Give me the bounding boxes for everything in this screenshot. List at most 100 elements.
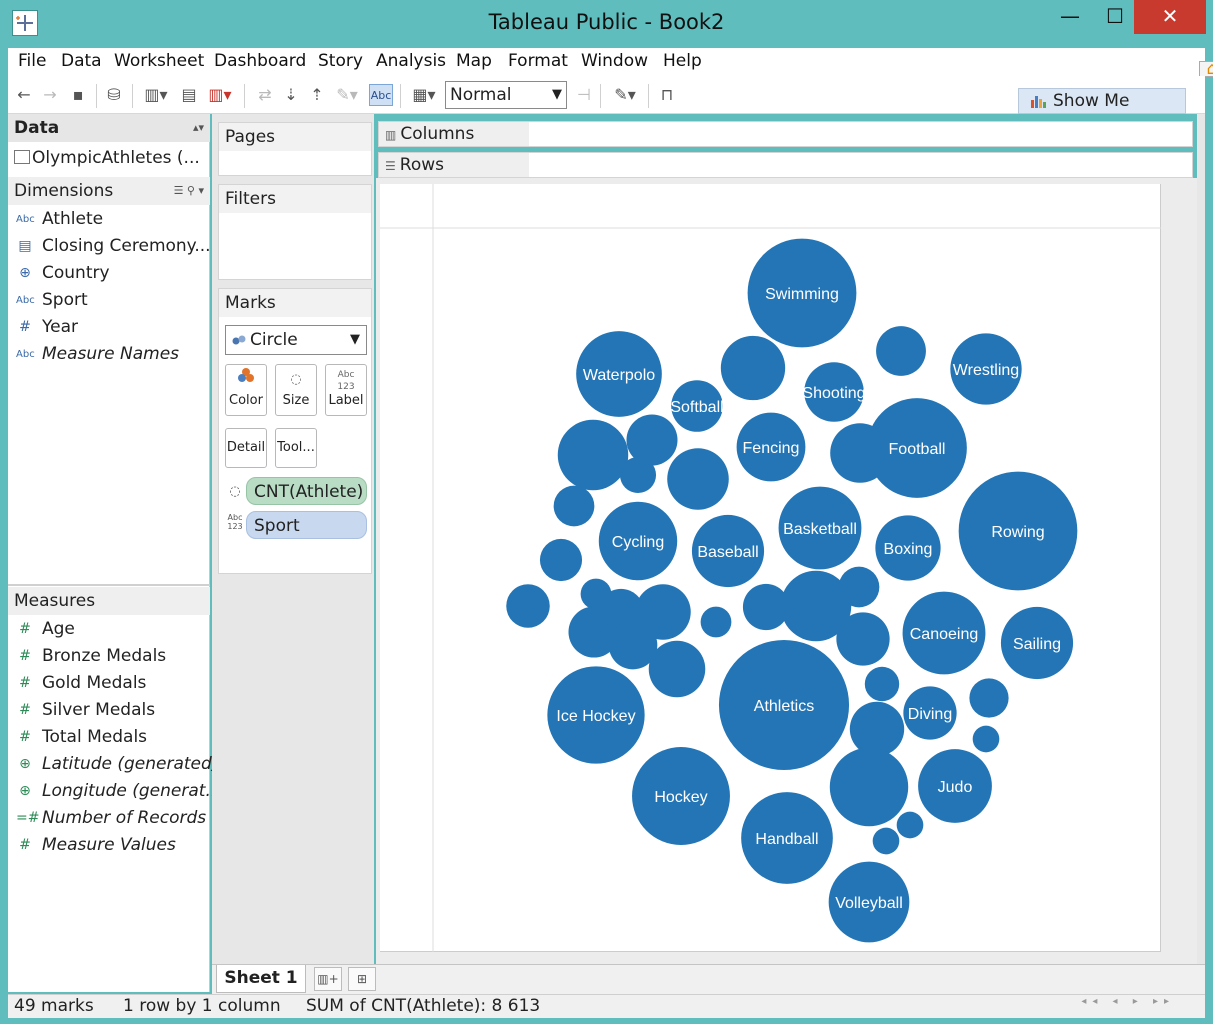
undo-icon[interactable]: ←	[17, 85, 31, 104]
menu-window[interactable]: Window	[581, 51, 649, 71]
menu-data[interactable]: Data	[61, 51, 102, 71]
close-button[interactable]: ✕	[1134, 0, 1206, 34]
bubble-fencing[interactable]	[736, 412, 806, 482]
bubble-canoeing[interactable]	[902, 591, 986, 675]
bubble-unlabeled-47[interactable]	[896, 811, 924, 839]
redo-icon[interactable]: →	[43, 85, 57, 104]
datasource-icon[interactable]: ⛁	[107, 85, 121, 104]
bubble-boxing[interactable]	[875, 515, 941, 581]
bubble-unlabeled-38[interactable]	[830, 423, 890, 483]
bubble-unlabeled-43[interactable]	[849, 701, 905, 757]
menu-story[interactable]: Story	[318, 51, 363, 71]
bubble-unlabeled-34[interactable]	[635, 584, 691, 640]
size-button[interactable]: ◌ Size	[275, 364, 317, 416]
rows-shelf[interactable]: ☰Rows	[378, 152, 1193, 178]
menu-help[interactable]: Help	[663, 51, 702, 71]
view-home-icon[interactable]: ⌂	[1199, 61, 1213, 78]
cnt-athlete-pill[interactable]: CNT(Athlete)	[246, 477, 367, 505]
dimensions-tools-icon[interactable]: ☰ ⚲ ▾	[173, 184, 204, 197]
field-number-of-records[interactable]: =#Number of Records	[8, 805, 210, 832]
bubble-softball[interactable]	[671, 380, 723, 432]
bubble-unlabeled-27[interactable]	[553, 485, 595, 527]
bubble-unlabeled-36[interactable]	[742, 583, 790, 631]
bubble-unlabeled-25[interactable]	[619, 456, 657, 494]
bubble-unlabeled-35[interactable]	[700, 606, 732, 638]
view-size-select[interactable]: Normal ▼	[445, 81, 567, 109]
show-me-button[interactable]: Show Me	[1018, 88, 1186, 114]
menu-file[interactable]: File	[18, 51, 47, 71]
field-bronze-medals[interactable]: #Bronze Medals	[8, 643, 210, 670]
menu-dashboard[interactable]: Dashboard	[214, 51, 307, 71]
new-worksheet-icon[interactable]: ▥▾	[144, 85, 168, 104]
new-dashboard-tab-icon[interactable]: ⊞	[348, 967, 376, 991]
filters-card[interactable]: Filters	[218, 184, 372, 280]
sport-pill[interactable]: Sport	[246, 511, 367, 539]
color-button[interactable]: Color	[225, 364, 267, 416]
bubble-swimming[interactable]	[747, 238, 857, 348]
show-labels-toggle[interactable]: Abc	[369, 84, 393, 106]
bubble-unlabeled-28[interactable]	[539, 538, 583, 582]
bubble-unlabeled-30[interactable]	[506, 584, 550, 628]
maximize-button[interactable]: ☐	[1106, 4, 1124, 28]
bubble-unlabeled-22[interactable]	[876, 326, 926, 376]
menu-map[interactable]: Map	[456, 51, 492, 71]
menu-format[interactable]: Format	[508, 51, 568, 71]
bubble-judo[interactable]	[918, 749, 992, 823]
field-total-medals[interactable]: #Total Medals	[8, 724, 210, 751]
sort-descending-icon[interactable]: ⇡	[310, 85, 324, 104]
field-closing-ceremony[interactable]: ▤Closing Ceremony...	[8, 233, 210, 260]
pen-icon[interactable]: ✎▾	[614, 85, 636, 104]
bubble-handball[interactable]	[741, 792, 833, 884]
field-latitude[interactable]: ⊕Latitude (generated)	[8, 751, 218, 778]
columns-shelf[interactable]: ▥Columns	[378, 121, 1193, 147]
swap-icon[interactable]: ⇄	[258, 85, 272, 104]
bubble-unlabeled-42[interactable]	[864, 666, 900, 702]
bubble-unlabeled-41[interactable]	[648, 640, 706, 698]
pages-card[interactable]: Pages	[218, 122, 372, 176]
minimize-button[interactable]: —	[1060, 4, 1080, 28]
detail-button[interactable]: Detail	[225, 428, 267, 468]
bubble-wrestling[interactable]	[950, 333, 1022, 405]
bubble-waterpolo[interactable]	[576, 331, 662, 417]
bubble-football[interactable]	[867, 398, 967, 498]
bubble-diving[interactable]	[903, 686, 957, 740]
tableau-app-icon[interactable]	[12, 10, 38, 36]
mark-type-select[interactable]: Circle ▼	[225, 325, 367, 355]
bubble-unlabeled-24[interactable]	[626, 414, 678, 466]
pane-splitter[interactable]	[8, 584, 210, 586]
bubble-shooting[interactable]	[804, 362, 864, 422]
bubble-unlabeled-46[interactable]	[829, 747, 909, 827]
field-longitude[interactable]: ⊕Longitude (generat...	[8, 778, 222, 805]
bubble-unlabeled-45[interactable]	[972, 725, 1000, 753]
field-measure-values[interactable]: #Measure Values	[8, 832, 210, 859]
tooltip-button[interactable]: Tool...	[275, 428, 317, 468]
bubble-baseball[interactable]	[691, 514, 765, 588]
clear-sheet-icon[interactable]: ▥▾	[208, 85, 232, 104]
save-icon[interactable]: ▪	[72, 85, 84, 104]
duplicate-sheet-icon[interactable]: ▤	[181, 85, 197, 104]
bubble-unlabeled-39[interactable]	[838, 566, 880, 608]
highlight-icon[interactable]: ✎▾	[336, 85, 358, 104]
datasource-item[interactable]: OlympicAthletes (...	[14, 148, 200, 168]
bubble-athletics[interactable]	[718, 639, 850, 771]
pin-axis-icon[interactable]: ⊣	[577, 85, 591, 104]
bubble-rowing[interactable]	[958, 471, 1078, 591]
field-gold-medals[interactable]: #Gold Medals	[8, 670, 210, 697]
bubble-sailing[interactable]	[1000, 606, 1074, 680]
presentation-mode-icon[interactable]: ⊓	[660, 85, 674, 104]
menu-worksheet[interactable]: Worksheet	[114, 51, 205, 71]
sort-ascending-icon[interactable]: ⇣	[284, 85, 298, 104]
field-year[interactable]: #Year	[8, 314, 210, 341]
bubble-unlabeled-23[interactable]	[557, 419, 629, 491]
new-worksheet-tab-icon[interactable]: ▥+	[314, 967, 342, 991]
bubble-unlabeled-21[interactable]	[720, 335, 786, 401]
tab-sheet-1[interactable]: Sheet 1	[216, 965, 306, 993]
data-pane-menu-icon[interactable]: ▴▾	[192, 121, 204, 134]
bubble-unlabeled-44[interactable]	[969, 678, 1009, 718]
field-silver-medals[interactable]: #Silver Medals	[8, 697, 210, 724]
fit-icon[interactable]: ▦▾	[412, 85, 436, 104]
